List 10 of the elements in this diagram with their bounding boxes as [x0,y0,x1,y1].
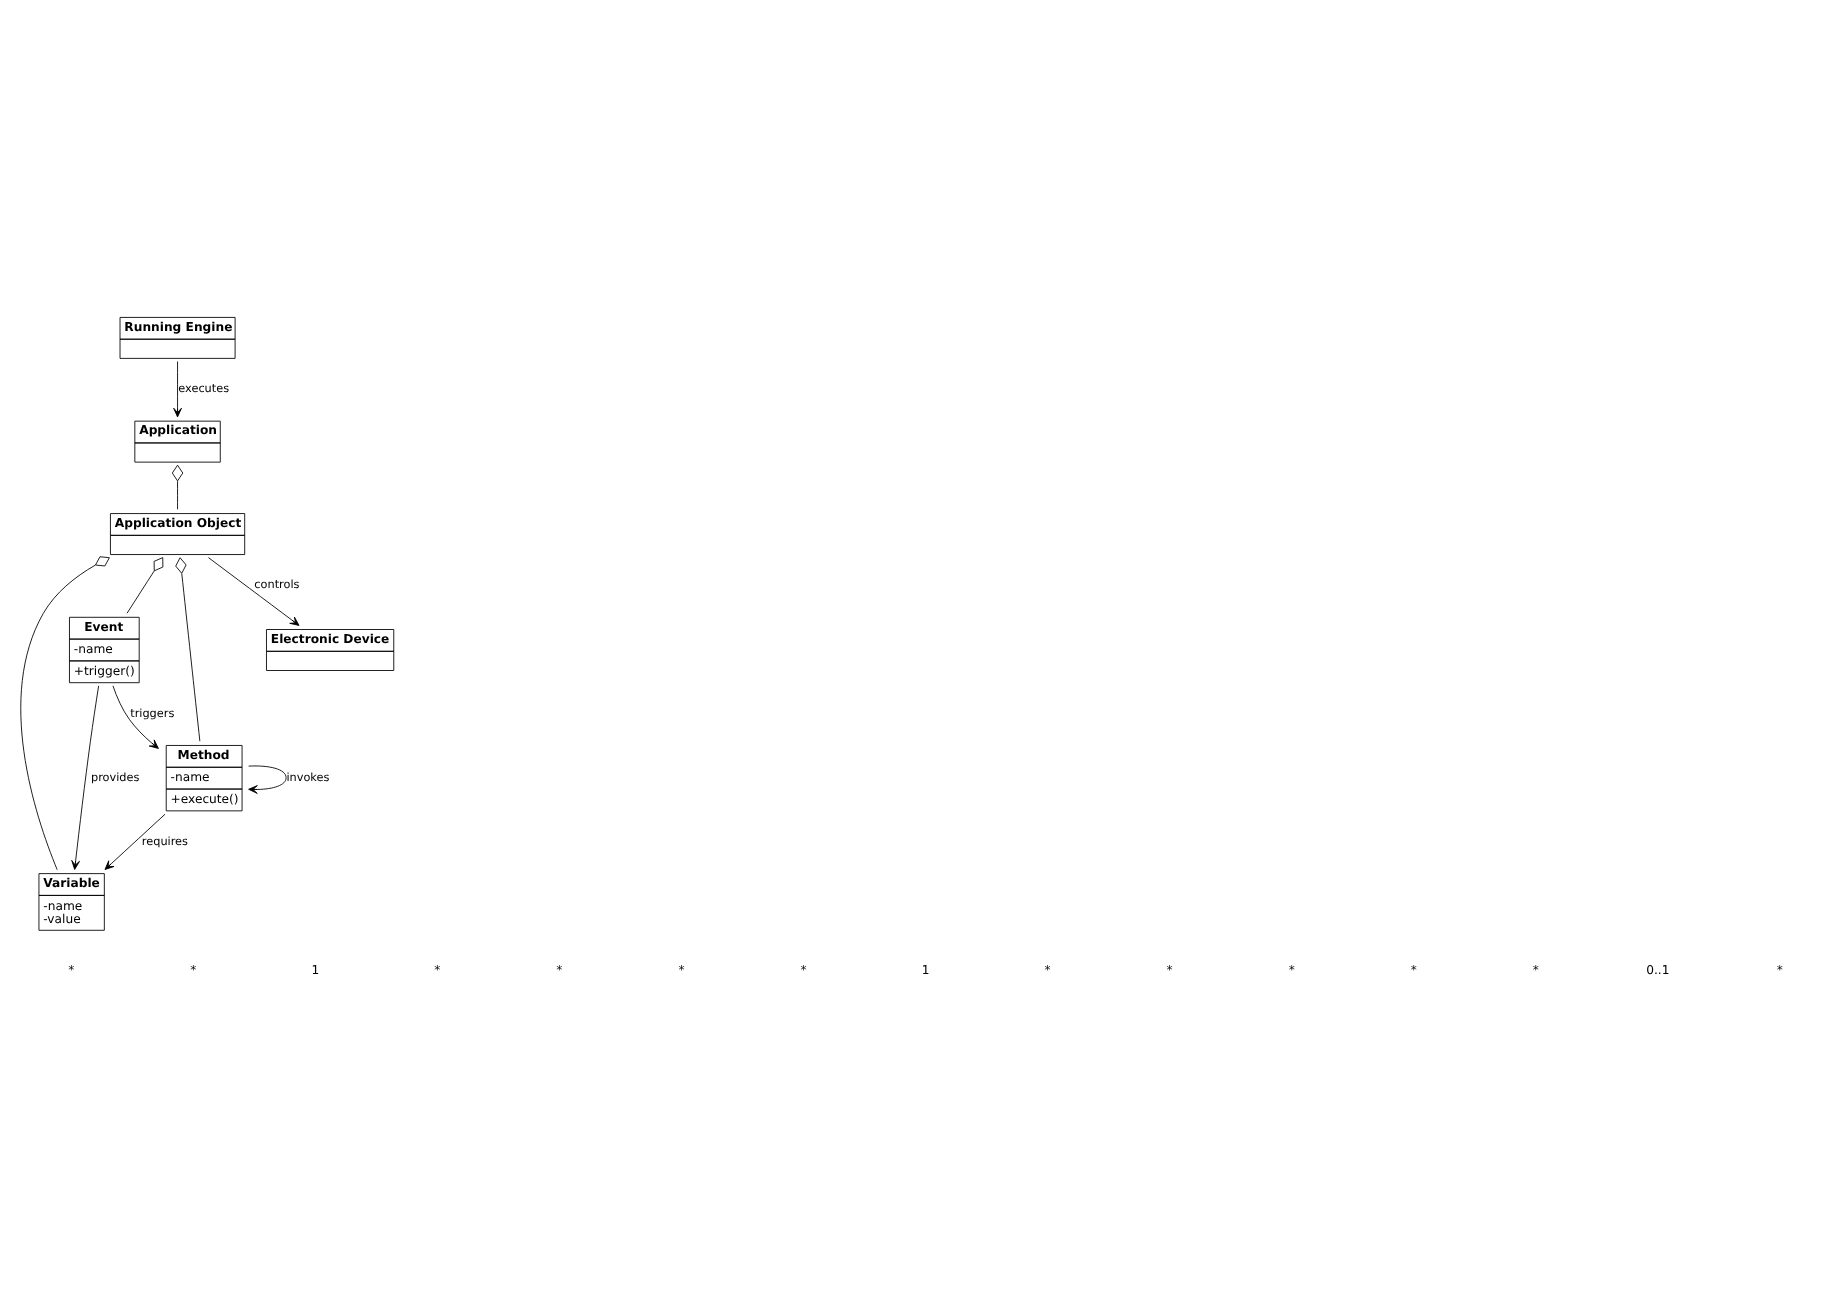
connector [171,464,184,510]
arrow [208,557,300,626]
connector [126,557,164,614]
arrow [112,685,159,749]
arrow [104,813,166,870]
arrow [71,685,100,870]
connector [175,557,201,742]
connector [20,556,110,871]
arrow [248,765,287,794]
arrow [173,361,182,418]
